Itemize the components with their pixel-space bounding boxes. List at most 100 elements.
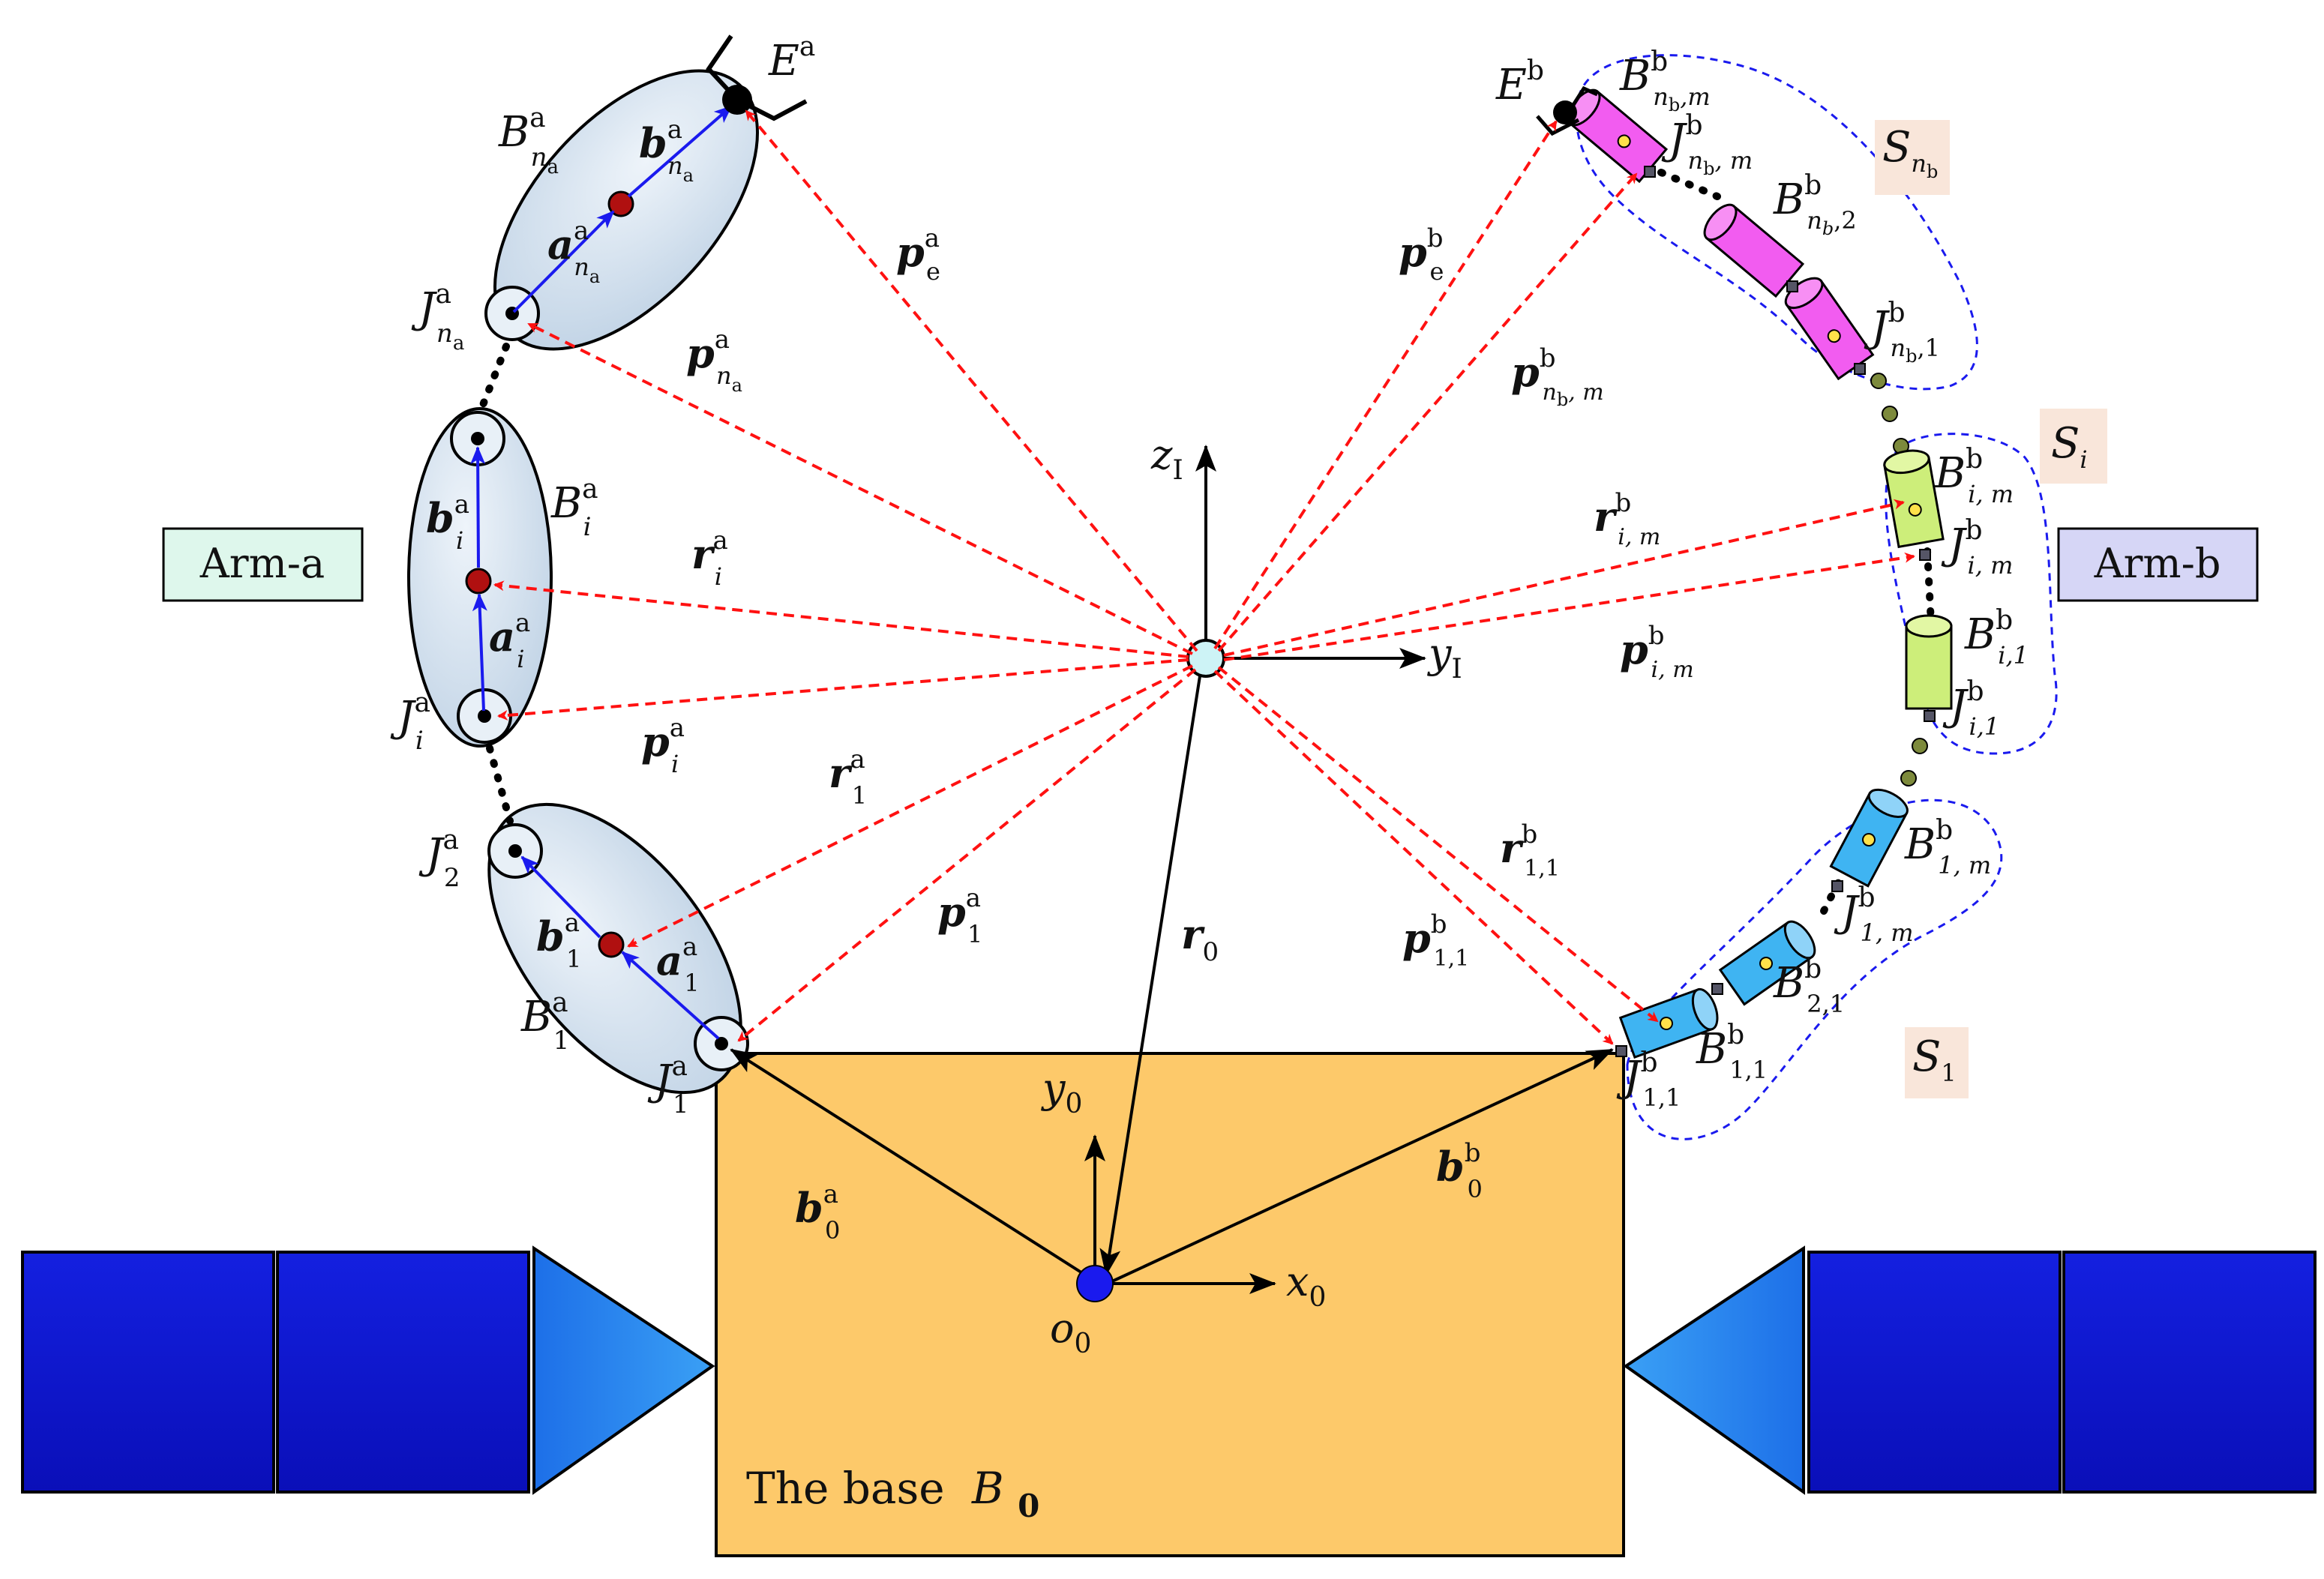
link-b-1-1 — [1618, 987, 1719, 1059]
gripper-a-upper — [706, 34, 739, 102]
link-b-2-1 — [1718, 920, 1816, 1006]
group-outline-s1 — [1626, 798, 2003, 1140]
solar-panel-left-connector — [532, 1245, 715, 1495]
link-b-i-m — [1883, 449, 1945, 549]
link-b-i-1 — [1905, 614, 1953, 710]
vec-b-na — [627, 105, 733, 198]
com-a-i — [465, 568, 492, 595]
pnbm-b-line — [1217, 172, 1638, 652]
vector-r0 — [1099, 676, 1201, 1276]
position-vectors — [493, 109, 1915, 1045]
p1-a-line — [737, 668, 1197, 1042]
solar-panel-right-connector — [1623, 1245, 1805, 1495]
rim-b-line — [1223, 499, 1905, 657]
base-label: The base B 0 — [746, 1463, 1039, 1524]
label-S1: S1 — [1912, 1032, 1957, 1087]
arm-b-label: Arm-b — [2094, 540, 2221, 587]
r11-b-line — [1217, 666, 1659, 1023]
gripper-b — [1536, 115, 1580, 136]
arm-a-box — [162, 527, 364, 602]
solar-panel-left-inner — [276, 1251, 530, 1494]
arm-a — [407, 34, 808, 1095]
vec-b-1 — [520, 855, 601, 939]
pe-b-line — [1213, 120, 1558, 650]
joint-a-i-top-center — [471, 432, 484, 445]
solar-panel-left-outer — [21, 1251, 275, 1494]
joint-a-1-center — [715, 1037, 728, 1050]
arm-a-dots-bottom — [486, 745, 514, 825]
arm-b — [1536, 85, 1953, 1059]
label-y0: y0 — [1041, 1065, 1082, 1119]
pim-b-line — [1223, 552, 1915, 661]
tag-bg-si — [2040, 409, 2107, 484]
vec-a-na — [512, 210, 615, 313]
base-origin — [1076, 1265, 1114, 1302]
arm-b-dots-top — [1657, 169, 1721, 200]
pna-a-line — [527, 322, 1193, 655]
com-a-1 — [598, 931, 625, 958]
tag-bg-snb — [1875, 120, 1950, 195]
vector-b0a — [730, 1048, 1104, 1287]
pi-a-line — [497, 658, 1189, 721]
gripper-b-top — [1571, 85, 1599, 106]
vector-b0b — [1102, 1048, 1614, 1287]
r1-a-line — [627, 664, 1193, 948]
vec-a-1 — [621, 951, 720, 1040]
arm-a-dots-top — [478, 343, 510, 412]
label-r0: r0 — [1181, 910, 1219, 967]
solar-panel-right-outer — [2062, 1251, 2317, 1494]
label-Ea: Ea — [768, 31, 815, 85]
gripper-a-lower — [736, 97, 808, 121]
label-x0: x0 — [1286, 1258, 1326, 1313]
arm-a-label: Arm-a — [199, 540, 325, 587]
label-zI: zI — [1150, 431, 1183, 486]
solar-panel-right-inner — [1807, 1251, 2062, 1494]
arm-b-chain-upper — [1870, 373, 1909, 454]
link-b-nb-2 — [1703, 203, 1805, 298]
vec-a-i — [472, 593, 487, 712]
arm-b-box — [2057, 527, 2259, 602]
joint-a-2-center — [508, 844, 522, 858]
label-Eb: Eb — [1495, 55, 1544, 109]
arm-b-joint-markers — [1615, 166, 1936, 1057]
label-Si: Si — [2051, 419, 2088, 474]
